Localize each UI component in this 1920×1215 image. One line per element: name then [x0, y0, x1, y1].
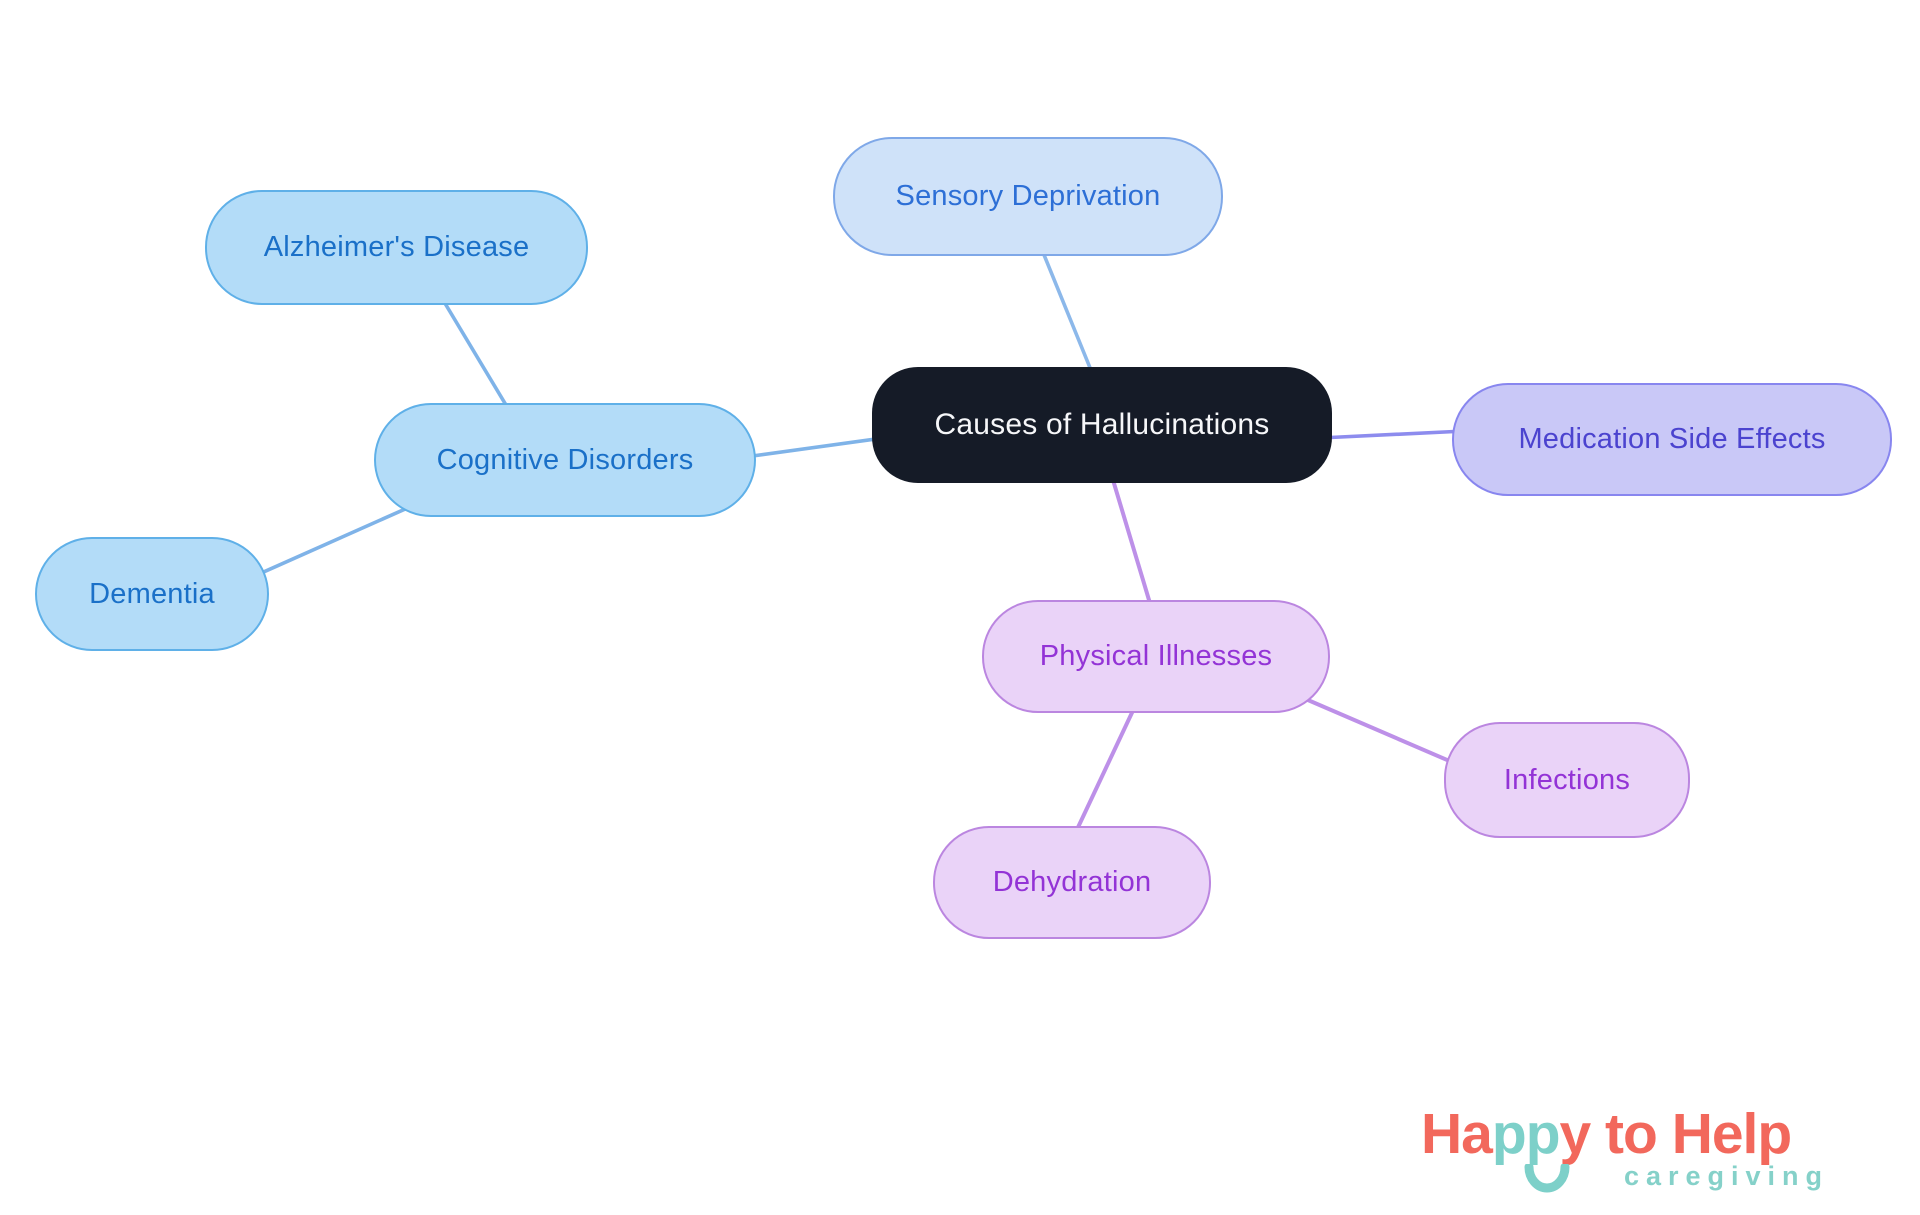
node-cognitive-disorders: Cognitive Disorders [374, 403, 756, 517]
node-causes-of-hallucinations: Causes of Hallucinations [872, 367, 1332, 483]
edge-physical-infections [1279, 686, 1476, 774]
smile-icon [1524, 1164, 1570, 1193]
node-medication-side-effects: Medication Side Effects [1452, 383, 1892, 496]
edge-cognitive-dementia [249, 504, 413, 580]
logo-tagline: caregiving [1623, 1161, 1829, 1191]
logo-text-ha: Ha [1421, 1102, 1493, 1166]
node-physical-illnesses: Physical Illnesses [982, 600, 1330, 713]
edge-physical-dehydration [1071, 701, 1139, 839]
logo-wordmark: Happy to Help [1421, 1106, 1873, 1163]
logo-text-pp: pp [1491, 1102, 1561, 1166]
logo-text-y-to-help: y to Help [1559, 1102, 1793, 1166]
edge-central-cognitive [744, 435, 891, 459]
node-sensory-deprivation: Sensory Deprivation [833, 137, 1223, 256]
edge-cognitive-alzheimers [438, 294, 514, 416]
edge-central-sensory [1038, 244, 1097, 381]
node-infections: Infections [1444, 722, 1690, 838]
happy-to-help-logo: Happy to Help caregiving [1421, 1106, 1873, 1206]
node-alzheimers-disease: Alzheimer's Disease [205, 190, 588, 305]
edge-central-physical [1108, 469, 1154, 611]
node-dehydration: Dehydration [933, 826, 1211, 939]
edge-central-medication [1319, 429, 1466, 440]
node-dementia: Dementia [35, 537, 269, 651]
